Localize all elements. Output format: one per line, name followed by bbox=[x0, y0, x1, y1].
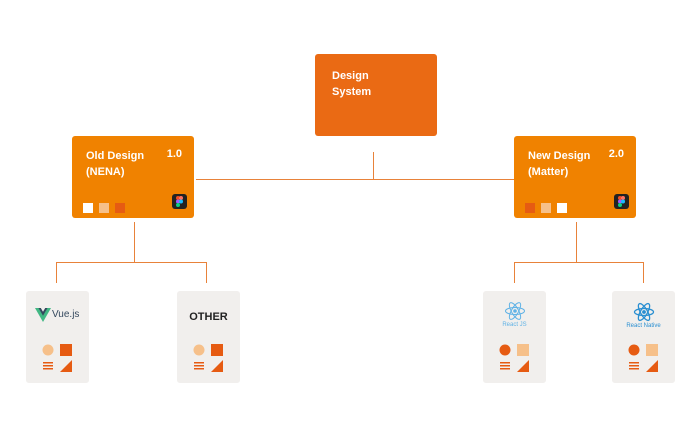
shape-set-icon bbox=[193, 344, 223, 372]
figma-icon bbox=[172, 194, 187, 209]
connector-reactnative-down bbox=[643, 262, 644, 283]
connector-other-down bbox=[206, 262, 207, 283]
swatch-light-orange bbox=[99, 203, 109, 213]
swatch-white bbox=[83, 203, 93, 213]
design-system-node[interactable]: Design System bbox=[315, 54, 437, 136]
old-design-title: Old Design (NENA) bbox=[86, 148, 144, 180]
old-design-node[interactable]: Old Design (NENA) 1.0 bbox=[72, 136, 194, 218]
other-card[interactable]: OTHER bbox=[177, 291, 240, 383]
react-js-card[interactable]: React JS bbox=[483, 291, 546, 383]
shape-set-icon bbox=[628, 344, 658, 372]
swatch-dark-orange bbox=[115, 203, 125, 213]
connector-new-horizontal bbox=[514, 262, 644, 263]
react-native-card[interactable]: React Native bbox=[612, 291, 675, 383]
old-design-title-line1: Old Design bbox=[86, 150, 145, 162]
shape-set-icon bbox=[42, 344, 72, 372]
connector-old-horizontal bbox=[56, 262, 207, 263]
design-system-title-line1: Design bbox=[332, 70, 369, 82]
shape-set-icon bbox=[499, 344, 529, 372]
connector-old-down bbox=[134, 222, 135, 262]
new-design-version: 2.0 bbox=[608, 148, 624, 160]
connector-root-down bbox=[373, 152, 374, 180]
vue-logo-icon bbox=[35, 308, 51, 327]
react-js-label: React JS bbox=[502, 322, 527, 328]
connector-horizontal-main bbox=[196, 179, 514, 180]
new-design-title-line2: (Matter) bbox=[528, 166, 569, 178]
figma-icon bbox=[614, 194, 629, 209]
react-native-label: React Native bbox=[626, 323, 661, 329]
react-logo-icon bbox=[505, 302, 525, 320]
new-design-title-line1: New Design bbox=[528, 150, 591, 162]
design-system-title-line2: System bbox=[332, 86, 372, 98]
connector-reactjs-down bbox=[514, 262, 515, 283]
react-logo-icon bbox=[633, 302, 655, 322]
old-design-version: 1.0 bbox=[166, 148, 182, 160]
other-label: OTHER bbox=[189, 311, 228, 323]
old-design-title-line2: (NENA) bbox=[86, 166, 125, 178]
swatch-light-orange bbox=[541, 203, 551, 213]
swatch-dark-orange bbox=[525, 203, 535, 213]
design-system-title: Design System bbox=[332, 68, 371, 100]
connector-vue-down bbox=[56, 262, 57, 283]
new-design-node[interactable]: New Design (Matter) 2.0 bbox=[514, 136, 636, 218]
swatch-white bbox=[557, 203, 567, 213]
vue-label: Vue.js bbox=[52, 309, 80, 320]
new-design-title: New Design (Matter) bbox=[528, 148, 590, 180]
vue-card[interactable]: Vue.js bbox=[26, 291, 89, 383]
connector-new-down bbox=[576, 222, 577, 262]
